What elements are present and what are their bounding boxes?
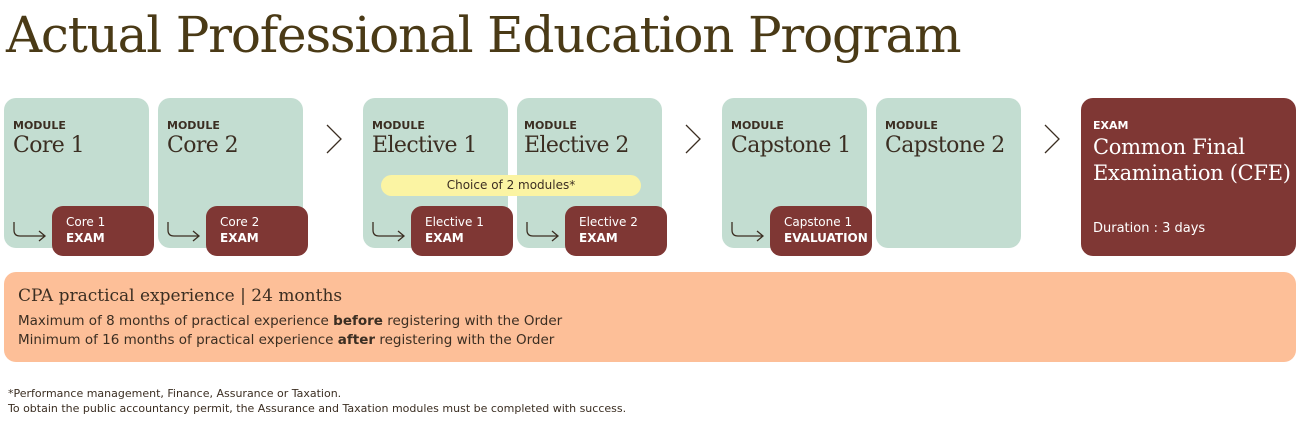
module-tag: MODULE xyxy=(524,119,577,132)
final-exam-tag: EXAM xyxy=(1093,119,1129,132)
final-exam-duration: Duration : 3 days xyxy=(1093,221,1206,236)
chevron-right-icon xyxy=(326,124,342,154)
module-name: Core 2 xyxy=(167,133,239,158)
chevron-right-icon xyxy=(685,124,701,154)
module-name: Capstone 2 xyxy=(885,133,1005,158)
exam-badge-type: EVALUATION xyxy=(784,231,868,245)
exam-badge-name: Capstone 1 xyxy=(784,215,853,229)
cpa-heading: CPA practical experience | 24 months xyxy=(18,286,343,306)
choice-of-modules-label: Choice of 2 modules* xyxy=(381,175,641,196)
exam-badge-core-2: Core 2 EXAM xyxy=(206,206,308,256)
exam-badge-name: Elective 1 xyxy=(425,215,484,229)
final-exam-card: EXAM Common Final Examination (CFE) Dura… xyxy=(1081,98,1296,256)
arrow-hook-icon xyxy=(372,222,406,242)
footnote-electives: *Performance management, Finance, Assura… xyxy=(8,387,342,400)
footnote-permit: To obtain the public accountancy permit,… xyxy=(8,402,627,415)
module-tag: MODULE xyxy=(885,119,938,132)
module-capstone-2: MODULE Capstone 2 xyxy=(876,98,1021,248)
chevron-right-icon xyxy=(1044,124,1060,154)
exam-badge-name: Elective 2 xyxy=(579,215,638,229)
module-tag: MODULE xyxy=(372,119,425,132)
module-tag: MODULE xyxy=(167,119,220,132)
arrow-hook-icon xyxy=(13,222,47,242)
module-tag: MODULE xyxy=(731,119,784,132)
exam-badge-elective-2: Elective 2 EXAM xyxy=(565,206,667,256)
exam-badge-name: Core 1 xyxy=(66,215,106,229)
page-title: Actual Professional Education Program xyxy=(6,6,962,64)
exam-badge-core-1: Core 1 EXAM xyxy=(52,206,154,256)
cpa-line-text: registering with the Order xyxy=(375,332,555,348)
cpa-practical-experience-bar: CPA practical experience | 24 months Max… xyxy=(4,272,1296,362)
exam-badge-name: Core 2 xyxy=(220,215,260,229)
cpa-line-emphasis: after xyxy=(337,332,376,348)
cpa-line-maximum: Maximum of 8 months of practical experie… xyxy=(18,313,562,329)
module-tag: MODULE xyxy=(13,119,66,132)
module-name: Elective 2 xyxy=(524,133,629,158)
module-name: Core 1 xyxy=(13,133,85,158)
exam-badge-type: EXAM xyxy=(66,231,105,245)
exam-badge-type: EXAM xyxy=(425,231,464,245)
cpa-line-text: Maximum of 8 months of practical experie… xyxy=(18,313,334,329)
cpa-line-minimum: Minimum of 16 months of practical experi… xyxy=(18,332,554,348)
arrow-hook-icon xyxy=(167,222,201,242)
module-name: Capstone 1 xyxy=(731,133,851,158)
exam-badge-type: EXAM xyxy=(579,231,618,245)
module-name: Elective 1 xyxy=(372,133,477,158)
module-core-2: MODULE Core 2 xyxy=(158,98,303,248)
cpa-line-text: Minimum of 16 months of practical experi… xyxy=(18,332,338,348)
arrow-hook-icon xyxy=(526,222,560,242)
final-exam-name: Common Final Examination (CFE) xyxy=(1093,135,1291,185)
cpa-line-emphasis: before xyxy=(333,313,383,329)
exam-badge-type: EXAM xyxy=(220,231,259,245)
arrow-hook-icon xyxy=(731,222,765,242)
exam-badge-elective-1: Elective 1 EXAM xyxy=(411,206,513,256)
exam-badge-capstone-1: Capstone 1 EVALUATION xyxy=(770,206,872,256)
cpa-line-text: registering with the Order xyxy=(382,313,563,329)
